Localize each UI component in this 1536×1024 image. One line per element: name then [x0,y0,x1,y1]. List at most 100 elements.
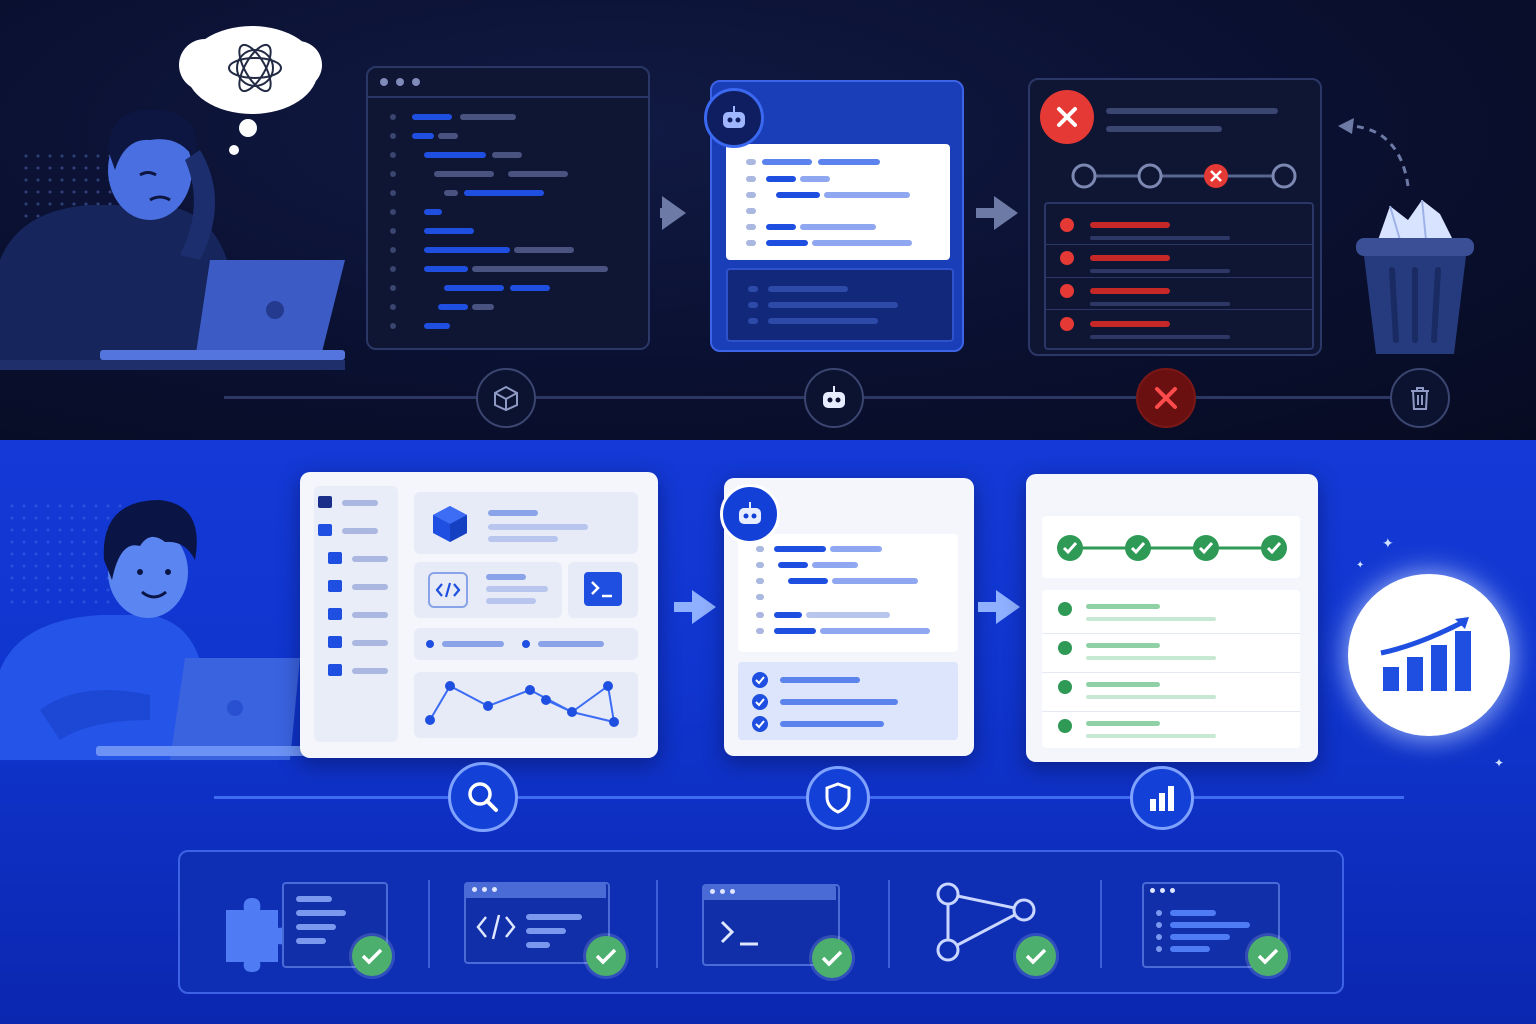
code-line [514,247,574,253]
line-number [390,209,396,215]
code-editor-panel [366,66,650,350]
success-dot [1058,641,1072,655]
window-controls [380,78,420,86]
check-icon [1016,936,1056,976]
bar-chart-icon [1130,766,1194,830]
code-line [472,304,494,310]
error-detail-line [1090,269,1230,273]
file-icon [318,496,332,508]
file-name [342,500,378,506]
folder-icon [328,608,342,620]
puzzle-doc-icon [220,880,400,976]
flow-arrow [996,590,1020,624]
code-line [424,266,468,272]
error-detail-line [1090,236,1230,240]
line-number [390,323,396,329]
code-line [510,285,550,291]
code-line [412,114,452,120]
flow-arrow [994,196,1018,230]
code-line [412,133,434,139]
code-line [434,171,494,177]
success-detail-line [1086,617,1216,621]
test-results [1042,590,1300,748]
error-dot [1060,317,1074,331]
ai-code-card [726,144,950,260]
robot-icon [704,88,764,148]
terminal-card [568,562,638,618]
line-number [390,228,396,234]
file-name [342,528,378,534]
trash-can-icon [1338,118,1474,354]
code-line [424,323,450,329]
success-detail-line [1086,734,1216,738]
shield-icon [806,766,870,830]
code-line [472,266,608,272]
failure-log [1044,202,1314,350]
line-number [390,266,396,272]
sparkle-icon: ✦ [1356,560,1365,571]
pipeline-status [1071,163,1297,189]
success-detail-line [1086,695,1216,699]
terminal-window-icon [702,882,872,978]
error-dot [1060,284,1074,298]
thought-bubble [179,26,322,155]
sparkle-icon: ✦ [1382,536,1394,552]
check-icon [1248,936,1288,976]
ai-output-card [726,268,954,342]
integrations-bar [178,850,1344,994]
code-line [424,228,474,234]
success-dot [1058,680,1072,694]
code-line [424,209,442,215]
folder-icon [328,552,342,564]
check-line [780,677,860,683]
success-line [1086,604,1160,609]
error-dot [1060,251,1074,265]
error-line [1090,255,1170,261]
reviewed-code-card [738,534,958,652]
error-line [1090,321,1170,327]
file-name [352,668,388,674]
code-line [438,304,468,310]
success-line [1086,682,1160,687]
check-icon [1057,535,1083,561]
check-icon [1125,535,1151,561]
problem-section [0,0,1536,440]
file-name [352,640,388,646]
test-success-panel [1026,474,1318,762]
check-icon [352,936,392,976]
success-line [1086,643,1160,648]
check-icon [752,694,768,710]
file-tree [314,486,398,742]
error-line [1090,288,1170,294]
file-name [352,556,388,562]
check-icon [1261,535,1287,561]
x-icon [1136,368,1196,428]
happy-developer-illustration [0,500,306,760]
folder-icon [328,636,342,648]
code-line [424,152,486,158]
error-detail-line [1090,335,1230,339]
error-detail-line [1090,302,1230,306]
error-line [1090,222,1170,228]
trash-icon [1390,368,1450,428]
code-line [460,114,516,120]
line-number [390,190,396,196]
check-icon [752,716,768,732]
growth-chart-icon [1348,574,1510,736]
list-window-icon [1142,880,1312,976]
file-name [352,584,388,590]
check-line [780,721,884,727]
line-number [390,285,396,291]
folder-icon [328,580,342,592]
repo-card [414,492,638,554]
success-detail-line [1086,656,1216,660]
line-number [390,247,396,253]
flow-arrow [692,590,716,624]
success-dot [1058,719,1072,733]
check-icon [752,672,768,688]
code-line [464,190,544,196]
line-number [390,304,396,310]
cube-icon [476,368,536,428]
file-name [352,612,388,618]
code-window-icon [464,880,634,976]
